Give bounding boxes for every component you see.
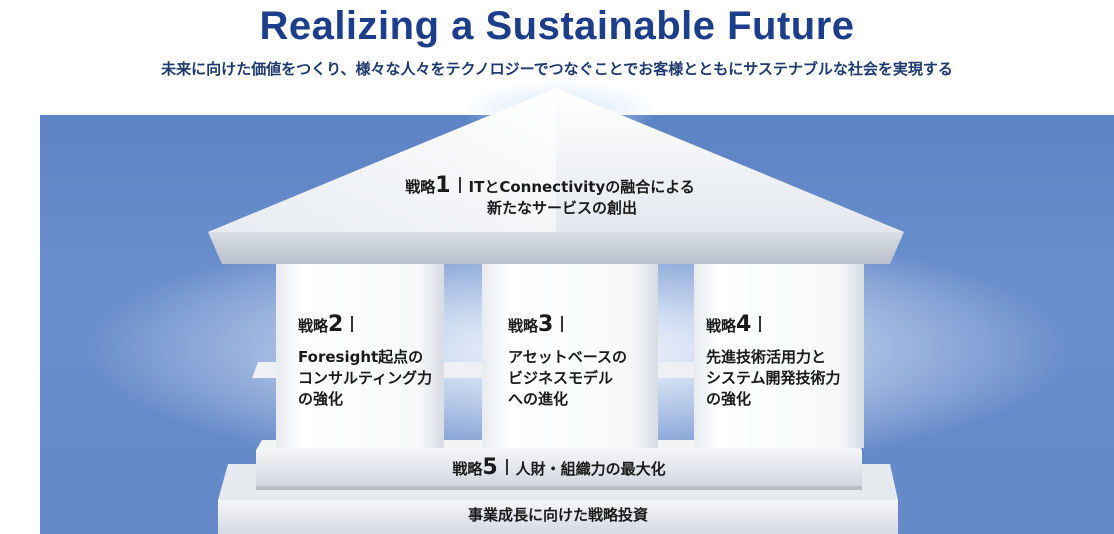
roof-shape [208,88,904,264]
strategy-4-line: の強化 [706,390,752,408]
strategy-5-label: 戦略5 人財・組織力の最大化 [256,457,862,480]
strategy-1-number: 1 [435,173,451,198]
divider [759,316,762,332]
pillar-shapes [276,262,864,448]
strategy-3-line: ビジネスモデル [508,369,614,387]
strategy-4-label: 戦略4 先進技術活用力と システム開発技術力 の強化 [706,314,864,410]
page-title: Realizing a Sustainable Future [259,4,855,48]
base-label: 事業成長に向けた戦略投資 [467,506,648,524]
strategy-3-label: 戦略3 アセットベースの ビジネスモデル への進化 [508,314,658,410]
strategy-2-label: 戦略2 Foresight起点の コンサルティング力 の強化 [298,314,448,410]
strategy-2-line: の強化 [298,390,344,408]
strategy-1-line1: ITとConnectivityの融合による [468,178,695,196]
strategy-4-number: 4 [736,312,752,337]
strategy-4-prefix: 戦略 [706,317,737,335]
strategy-2-number: 2 [328,312,344,337]
divider [458,177,461,193]
strategy-1-prefix: 戦略 [405,178,436,196]
strategy-5-prefix: 戦略 [452,460,483,478]
strategy-3-line: アセットベースの [508,348,627,366]
page-subtitle: 未来に向けた価値をつくり、様々な人々をテクノロジーでつなぐことでお客様とともにサ… [161,60,953,78]
strategy-4-line: システム開発技術力 [706,369,841,387]
strategy-1-line2: 新たなサービスの創出 [486,199,637,217]
strategy-1-label: 戦略1 ITとConnectivityの融合による 新たなサービスの創出 [330,175,770,219]
strategy-3-line: への進化 [508,390,569,408]
strategy-2-line: Foresight起点の [298,348,424,366]
strategy-3-number: 3 [538,312,554,337]
strategy-3-prefix: 戦略 [508,317,539,335]
divider [561,316,564,332]
strategy-2-prefix: 戦略 [298,317,329,335]
strategy-2-line: コンサルティング力 [298,369,433,387]
strategy-4-line: 先進技術活用力と [706,348,827,366]
divider [505,459,508,475]
strategy-5-text: 人財・組織力の最大化 [515,460,666,478]
strategy-5-number: 5 [482,455,498,480]
divider [351,316,354,332]
